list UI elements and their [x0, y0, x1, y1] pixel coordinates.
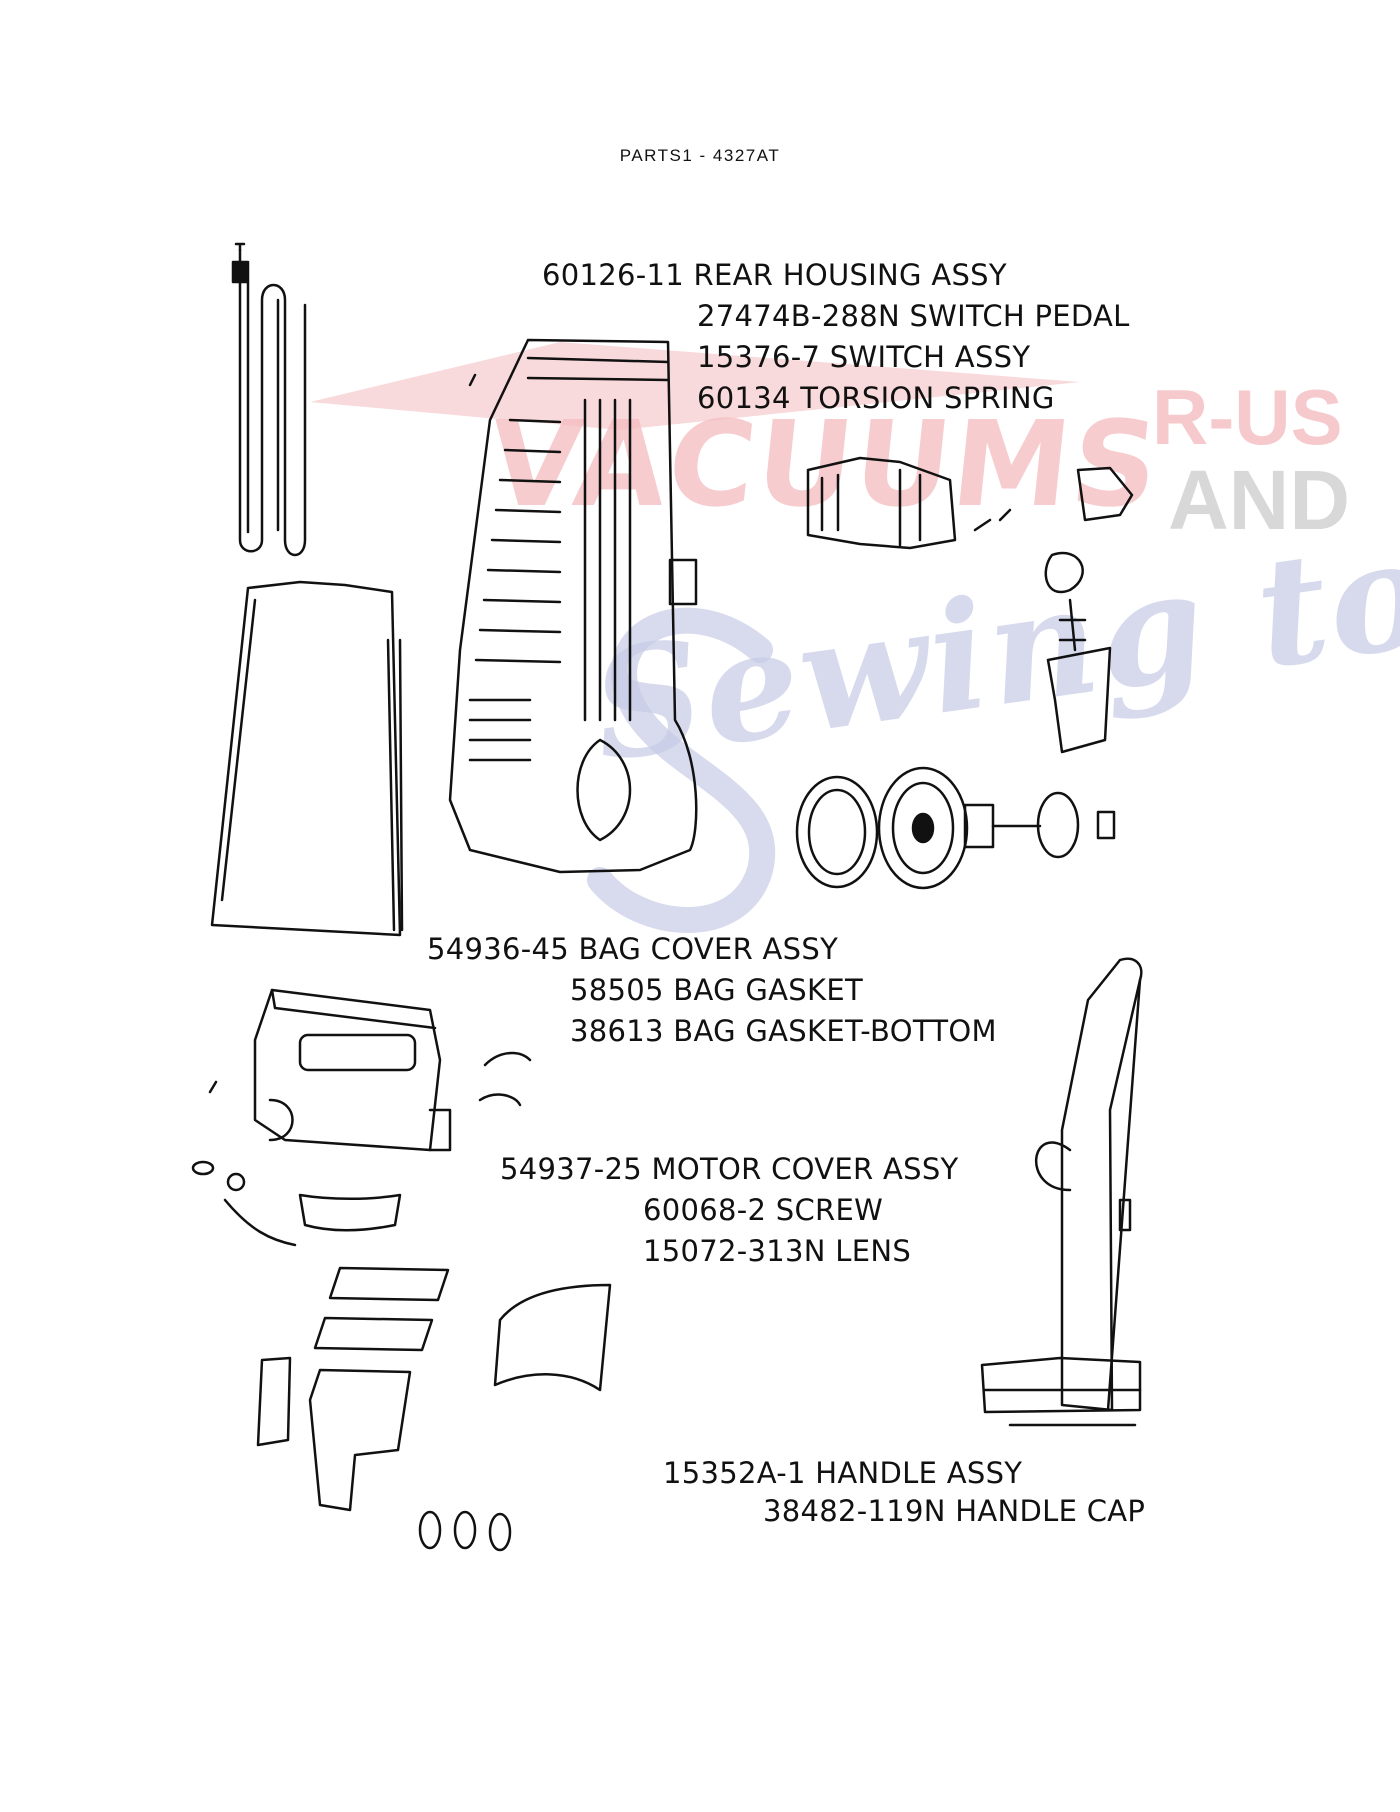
- watermark-pennant-icon: [310, 342, 1080, 430]
- power-cord-icon: [231, 242, 307, 557]
- callout-label: 58505 BAG GASKET: [570, 973, 863, 1007]
- callout-label: 54936-45 BAG COVER ASSY: [427, 932, 839, 966]
- callout-label: 15352A-1 HANDLE ASSY: [663, 1456, 1023, 1490]
- rear-housing-icon: [448, 338, 698, 874]
- callout-label: 60134 TORSION SPRING: [697, 381, 1055, 415]
- callout-label: 15376-7 SWITCH ASSY: [697, 340, 1031, 374]
- callout-label: 27474B-288N SWITCH PEDAL: [697, 299, 1130, 333]
- motor-cover-icon: [191, 988, 532, 1247]
- callout-label: 38613 BAG GASKET-BOTTOM: [570, 1014, 997, 1048]
- callout-label: 60126-11 REAR HOUSING ASSY: [542, 258, 1007, 292]
- switch-assembly-icon: [806, 456, 1134, 754]
- callout-label: 15072-313N LENS: [643, 1234, 912, 1268]
- bag-cover-icon: [210, 580, 404, 937]
- lens-icon: [256, 1266, 612, 1552]
- watermark-s-icon: [587, 607, 776, 933]
- callout-label: 54937-25 MOTOR COVER ASSY: [500, 1152, 959, 1186]
- motor-icon: [795, 766, 1116, 890]
- page-title: PARTS1 - 4327AT: [619, 146, 781, 165]
- callout-label: 60068-2 SCREW: [643, 1193, 884, 1227]
- handle-icon: [980, 957, 1143, 1427]
- callout-label: 38482-119N HANDLE CAP: [763, 1494, 1146, 1528]
